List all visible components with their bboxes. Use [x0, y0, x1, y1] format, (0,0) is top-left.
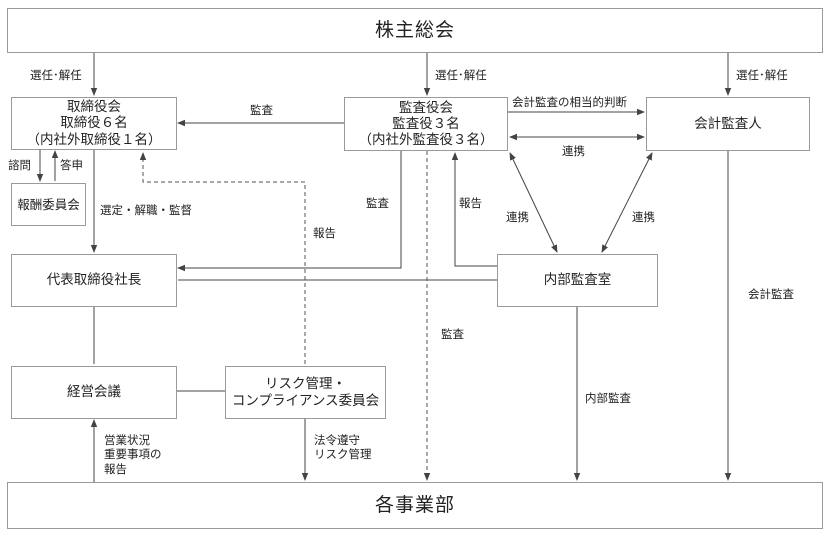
accounting-opinion-label: 会計監査の相当的判断	[512, 95, 627, 109]
board-outside: （内社外取締役１名）	[26, 131, 162, 148]
report-risk-dashed	[139, 152, 306, 364]
coop-right-label: 連携	[632, 210, 655, 224]
president-box: 代表取締役社長	[11, 254, 177, 307]
accounting-auditor-label: 会計監査人	[694, 115, 762, 132]
appoint-label: 選定・解職・監督	[100, 203, 192, 217]
report-line2: 重要事項の	[104, 447, 162, 462]
compensation-label: 報酬委員会	[17, 197, 80, 212]
shareholders-meeting-box: 株主総会	[7, 8, 823, 53]
elect-board-label: 選任･解任	[30, 68, 82, 82]
risk-compliance-committee-box: リスク管理・ コンプライアンス委員会	[225, 366, 386, 419]
report-back-label: 答申	[60, 158, 83, 172]
elect-auditors-label: 選任･解任	[435, 68, 487, 82]
legal-line2: リスク管理	[314, 447, 372, 462]
accounting-auditor-box: 会計監査人	[646, 97, 810, 151]
internal-audit-flow-label: 内部監査	[585, 391, 631, 405]
board-title: 取締役会	[67, 99, 121, 116]
risk-line1: リスク管理・	[265, 376, 346, 393]
report-line3: 報告	[104, 461, 127, 476]
inquiry-label: 諮問	[8, 158, 31, 172]
audit-president-label: 監査	[366, 196, 389, 210]
audit-president-arrow	[177, 151, 402, 272]
report-risk-label: 報告	[313, 226, 336, 240]
management-label: 経営会議	[67, 384, 121, 401]
compensation-committee-box: 報酬委員会	[11, 183, 86, 226]
report-internal-arrow	[451, 152, 497, 267]
auditors-count: 監査役３名	[392, 115, 460, 132]
audit-board-label: 監査	[250, 103, 273, 117]
auditors-title: 監査役会	[399, 99, 453, 116]
coop-left-arrow	[509, 152, 558, 253]
coop-right-arrow	[601, 152, 653, 253]
audit-board-box: 監査役会 監査役３名 （内社外監査役３名）	[344, 97, 508, 151]
business-report-label: 営業状況 重要事項の 報告	[104, 433, 162, 476]
board-count: 取締役６名	[60, 115, 128, 132]
management-meeting-box: 経営会議	[11, 366, 177, 419]
board-of-directors-box: 取締役会 取締役６名 （内社外取締役１名）	[11, 97, 177, 150]
internal-audit-label: 内部監査室	[543, 272, 612, 289]
internal-audit-box: 内部監査室	[497, 254, 658, 307]
cooperation-top-label: 連携	[562, 144, 585, 158]
accounting-audit-label: 会計監査	[748, 287, 794, 301]
president-label: 代表取締役社長	[46, 272, 142, 289]
coop-left-label: 連携	[506, 210, 529, 224]
audit-divisions-label: 監査	[441, 327, 464, 341]
auditors-outside: （内社外監査役３名）	[358, 132, 494, 149]
elect-accounting-label: 選任･解任	[736, 68, 788, 82]
report-line1: 営業状況	[104, 433, 150, 447]
divisions-label: 各事業部	[374, 494, 455, 517]
legal-compliance-label: 法令遵守 リスク管理	[314, 433, 372, 462]
report-internal-label: 報告	[459, 196, 482, 210]
divisions-box: 各事業部	[7, 482, 823, 529]
legal-line1: 法令遵守	[314, 433, 360, 447]
risk-line2: コンプライアンス委員会	[231, 392, 380, 409]
shareholders-label: 株主総会	[374, 19, 455, 42]
